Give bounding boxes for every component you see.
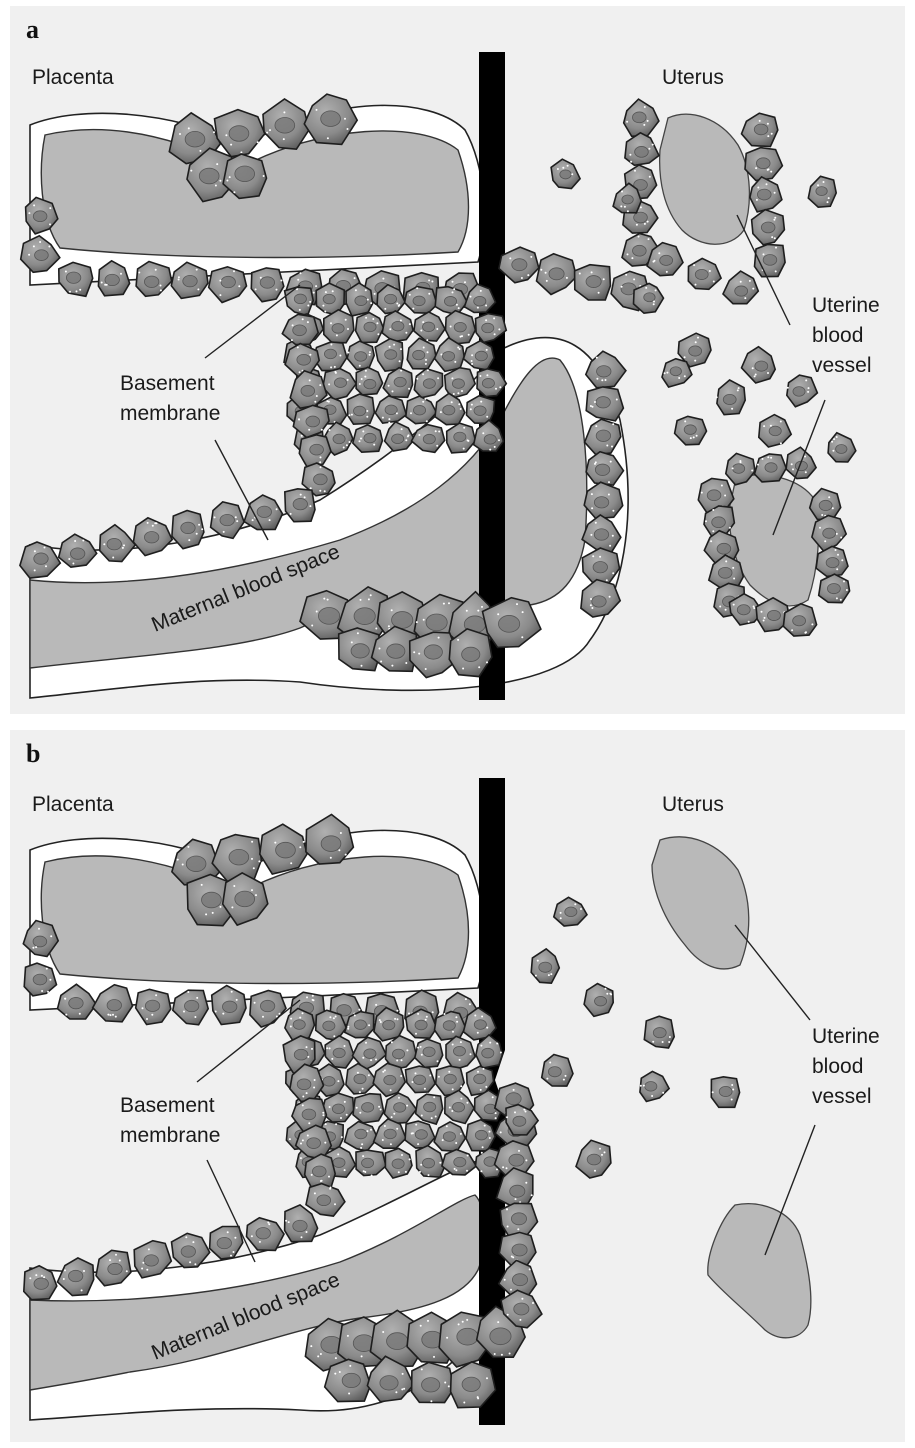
panel-b-vessel-label-3: vessel xyxy=(812,1085,872,1108)
panel-b-uterus-label: Uterus xyxy=(662,793,724,816)
trophoblast-cell xyxy=(285,489,315,522)
trophoblast-cell xyxy=(325,1359,371,1401)
panel-b-vessel-label-2: blood xyxy=(812,1055,863,1078)
trophoblast-cell xyxy=(353,425,383,452)
trophoblast-cell xyxy=(412,1362,455,1402)
trophoblast-cell xyxy=(353,1094,384,1123)
panel-b-vessel-label-1: Uterine xyxy=(812,1025,880,1048)
panel-b: b Placenta Uterus Basement membrane Mate… xyxy=(10,730,905,1442)
panel-a-placenta-label: Placenta xyxy=(32,66,114,89)
panel-a: a Placenta Uterus Basement membrane Mate… xyxy=(10,6,905,714)
panel-a-vessel-label-1: Uterine xyxy=(812,294,880,317)
panel-a-uterus-label: Uterus xyxy=(662,66,724,89)
panel-b-basement-label-2: membrane xyxy=(120,1124,220,1147)
panel-b-basement-label-1: Basement xyxy=(120,1094,215,1117)
trophoblast-cell xyxy=(755,454,787,482)
panel-b-letter: b xyxy=(26,739,40,768)
trophoblast-cell xyxy=(467,396,495,424)
panel-a-letter: a xyxy=(26,15,39,44)
panel-a-basement-label-1: Basement xyxy=(120,372,215,395)
panel-a-vessel-label-2: blood xyxy=(812,324,863,347)
trophoblast-cell xyxy=(711,1077,739,1108)
panel-a-basement-label-2: membrane xyxy=(120,402,220,425)
panel-b-placenta-label: Placenta xyxy=(32,793,114,816)
trophoblast-cell xyxy=(347,394,374,424)
panel-a-vessel-label-3: vessel xyxy=(812,354,872,377)
